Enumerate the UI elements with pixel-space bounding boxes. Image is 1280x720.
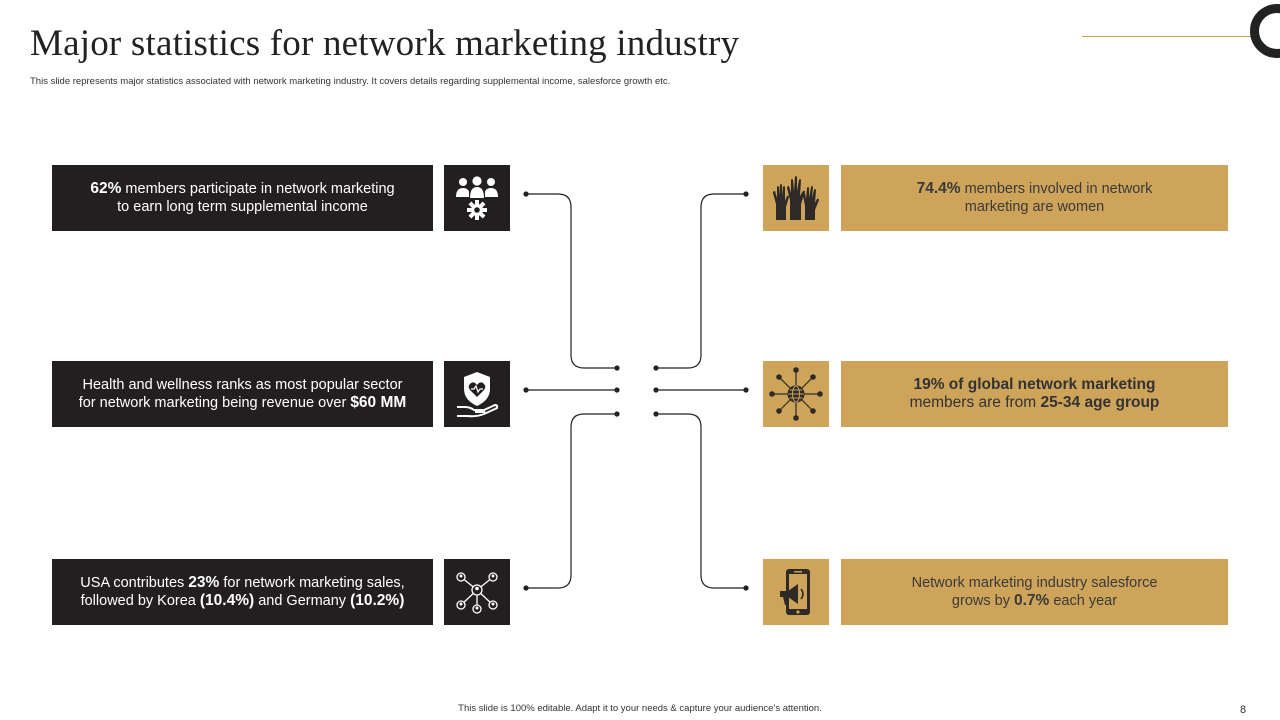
stat-text: marketing are women (964, 199, 1105, 215)
stat-highlight: 0.7% (1013, 592, 1050, 609)
global-network-icon (763, 361, 829, 427)
slide-footer: This slide is 100% editable. Adapt it to… (458, 703, 822, 714)
stat-highlight: $60 MM (350, 394, 407, 411)
stat-box-health-wellness: Health and wellness ranks as most popula… (52, 361, 433, 427)
stat-highlight: 19% of global network marketing (913, 376, 1156, 393)
stat-highlight: 23% (188, 574, 220, 591)
mobile-megaphone-icon (763, 559, 829, 625)
decorative-line (1082, 36, 1257, 37)
stat-text: Network marketing industry salesforce (911, 575, 1158, 591)
stat-highlight: (10.2%) (350, 592, 405, 609)
stat-text: each year (1049, 593, 1118, 609)
stat-text: members involved in network (960, 181, 1153, 197)
page-number: 8 (1240, 704, 1247, 716)
stat-highlight: 62% (90, 180, 122, 197)
stat-highlight: 74.4% (916, 180, 961, 197)
network-people-icon (444, 559, 510, 625)
slide-subtitle: This slide represents major statistics a… (30, 76, 671, 87)
stat-text: members participate in network marketing (121, 181, 395, 197)
stat-text: followed by Korea (80, 593, 200, 609)
stat-highlight: (10.4%) (199, 592, 255, 609)
stat-text: grows by (951, 593, 1014, 609)
stat-box-supplemental-income: 62% members participate in network marke… (52, 165, 433, 231)
stat-text: USA contributes (80, 575, 189, 591)
stat-text: Health and wellness ranks as most popula… (82, 377, 403, 393)
stat-text: members are from (909, 394, 1041, 411)
slide-title: Major statistics for network marketing i… (30, 23, 740, 64)
stat-box-age-group: 19% of global network marketing members … (841, 361, 1228, 427)
stat-highlight: 25-34 age group (1040, 394, 1160, 411)
stat-box-salesforce-growth: Network marketing industry salesforce gr… (841, 559, 1228, 625)
decorative-ring (1250, 4, 1280, 58)
team-gear-icon (444, 165, 510, 231)
stat-box-usa-sales: USA contributes 23% for network marketin… (52, 559, 433, 625)
stat-text: to earn long term supplemental income (117, 199, 368, 215)
heart-shield-hand-icon (444, 361, 510, 427)
raised-hands-icon (763, 165, 829, 231)
stat-text: and Germany (254, 593, 351, 609)
stat-text: for network marketing being revenue over (78, 395, 351, 411)
stat-text: for network marketing sales, (219, 575, 405, 591)
stat-box-women-members: 74.4% members involved in network market… (841, 165, 1228, 231)
